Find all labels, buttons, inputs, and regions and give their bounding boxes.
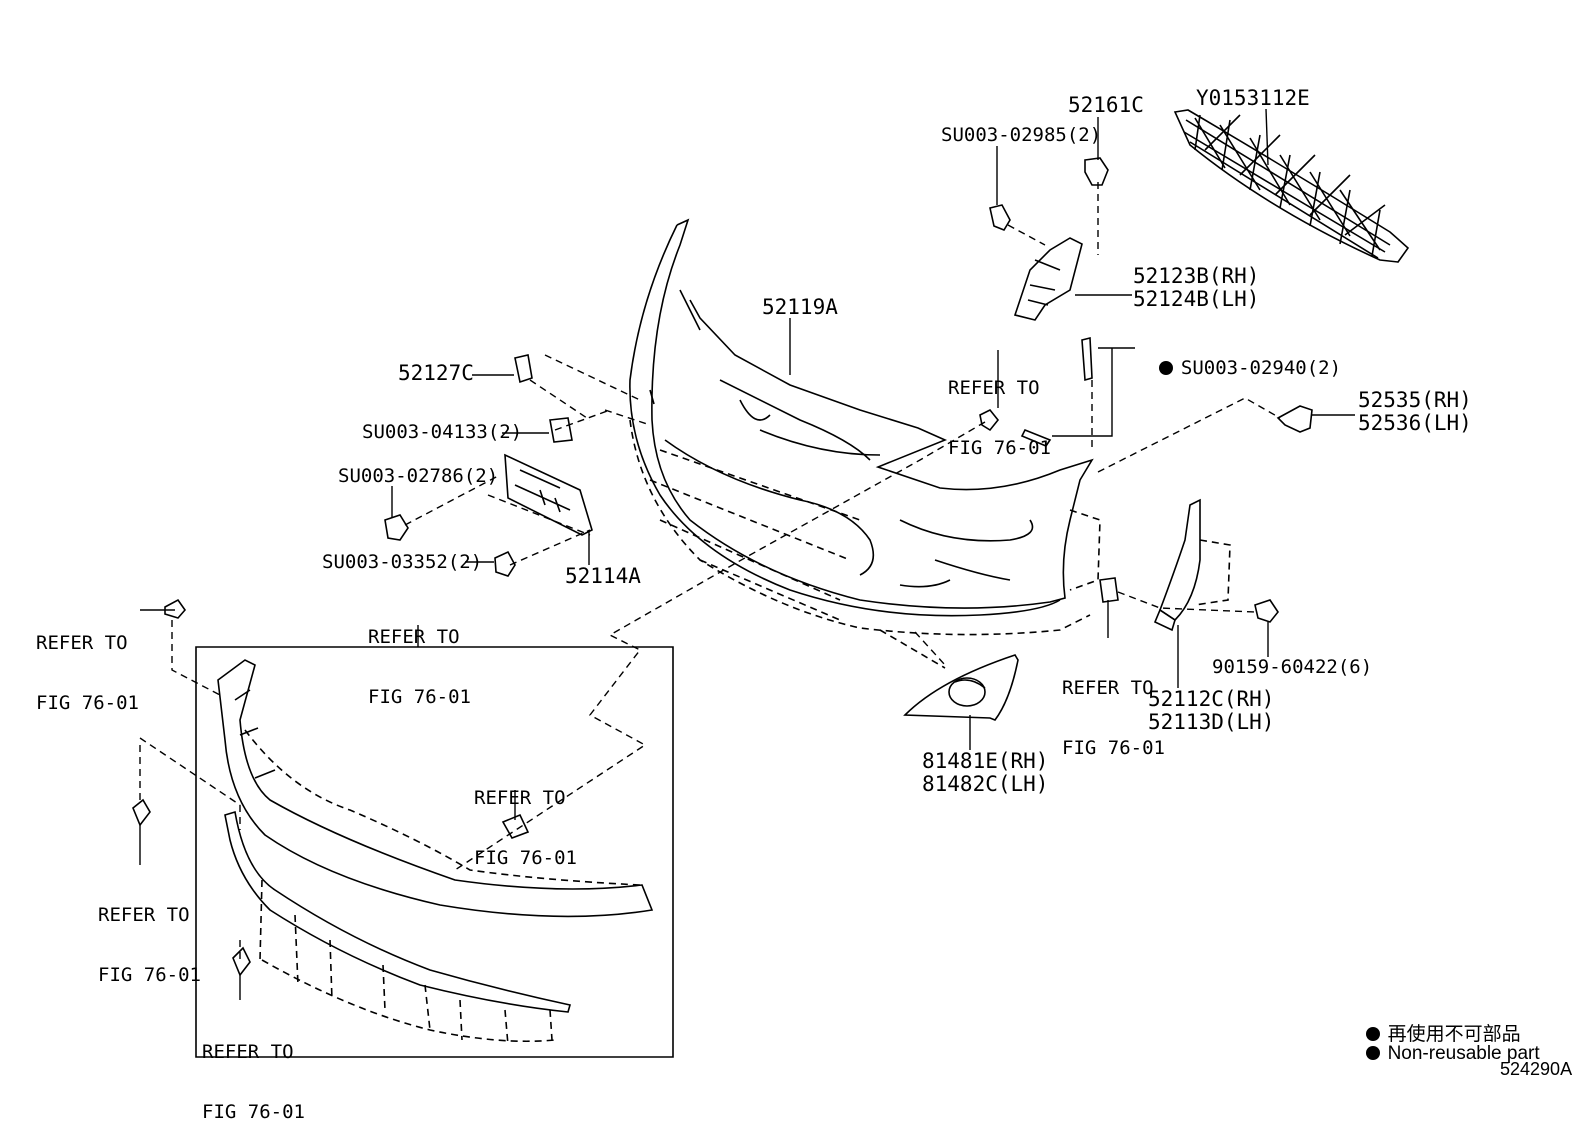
part-label-52113d-lh: 52113D(LH) [1148, 710, 1275, 734]
part-label-81482c-lh: 81482C(LH) [922, 772, 1049, 796]
refer-label-5: REFER TO FIG 76-01 [474, 748, 577, 888]
bracket-52123b [1015, 238, 1082, 320]
part-label-52161c: 52161C [1068, 93, 1144, 117]
part-label-y0153112e: Y0153112E [1196, 86, 1310, 110]
part-label-su003-02786: SU003-02786(2) [338, 465, 499, 487]
refer-label-7: REFER TO FIG 76-01 [202, 1002, 305, 1142]
part-label-52123b-rh: 52123B(RH) [1133, 264, 1260, 288]
exploded-parts-diagram [0, 0, 1592, 1099]
refer-label-2: REFER TO FIG 76-01 [1062, 638, 1165, 778]
legend-en: Non-reusable part [1355, 1021, 1540, 1065]
fog-lamp-cover [905, 655, 1018, 720]
part-label-52536-lh: 52536(LH) [1358, 411, 1472, 435]
refer-line1: REFER TO [368, 626, 460, 648]
legend-jp-text: 再使用不可部品 [1387, 1024, 1521, 1045]
refer-line2: FIG 76-01 [474, 847, 577, 869]
refer-line1: REFER TO [948, 377, 1040, 399]
part-label-52112c-rh: 52112C(RH) [1148, 687, 1275, 711]
refer-label-4: REFER TO FIG 76-01 [368, 587, 471, 727]
refer-label-3: REFER TO FIG 76-01 [36, 593, 139, 733]
bumper-ghost-outline [630, 420, 1230, 668]
part-label-52124b-lh: 52124B(LH) [1133, 287, 1260, 311]
refer-line2: FIG 76-01 [368, 686, 471, 708]
side-spacer [1155, 500, 1200, 630]
lower-spoiler-box [196, 647, 673, 1057]
legend-dot-icon [1365, 1046, 1380, 1060]
bumper-cover [630, 220, 1092, 616]
refer-line1: REFER TO [474, 787, 566, 809]
lower-spoiler [218, 660, 652, 1045]
license-bracket [505, 455, 592, 535]
part-label-81481e-rh: 81481E(RH) [922, 749, 1049, 773]
label-leaders [140, 109, 1355, 1000]
refer-line1: REFER TO [98, 904, 190, 926]
part-label-su003-03352: SU003-03352(2) [322, 551, 483, 573]
grille-mesh [1175, 110, 1408, 262]
refer-line1: REFER TO [1062, 677, 1154, 699]
part-label-52535-rh: 52535(RH) [1358, 388, 1472, 412]
non-reusable-dot-icon [1158, 361, 1173, 375]
legend-en-text: Non-reusable part [1387, 1043, 1540, 1064]
legend-jp: 再使用不可部品 [1355, 997, 1521, 1046]
refer-label-6: REFER TO FIG 76-01 [98, 865, 201, 1005]
refer-line2: FIG 76-01 [1062, 737, 1165, 759]
diagram-id: 524290A [1500, 1059, 1573, 1079]
refer-line1: REFER TO [202, 1041, 294, 1063]
part-label-90159-60422: 90159-60422(6) [1212, 656, 1373, 678]
part-label-52119a: 52119A [762, 295, 838, 319]
legend-dot-icon [1365, 1027, 1380, 1041]
refer-line1: REFER TO [36, 632, 128, 654]
part-label-52114a: 52114A [565, 564, 641, 588]
refer-line2: FIG 76-01 [98, 964, 201, 986]
part-label-su003-02985: SU003-02985(2) [941, 124, 1102, 146]
part-label-su003-04133: SU003-04133(2) [362, 421, 523, 443]
refer-line2: FIG 76-01 [36, 692, 139, 714]
part-label-su003-02940: SU003-02940(2) [1136, 338, 1341, 378]
part-label-52127c: 52127C [398, 361, 474, 385]
dashed-leaders [140, 182, 1280, 960]
refer-line2: FIG 76-01 [202, 1101, 305, 1123]
fasteners [133, 158, 1278, 975]
refer-label-1: REFER TO FIG 76-01 [948, 338, 1051, 478]
refer-line2: FIG 76-01 [948, 437, 1051, 459]
retainer-52535 [1278, 406, 1312, 432]
su003-02940-text: SU003-02940(2) [1180, 357, 1342, 379]
